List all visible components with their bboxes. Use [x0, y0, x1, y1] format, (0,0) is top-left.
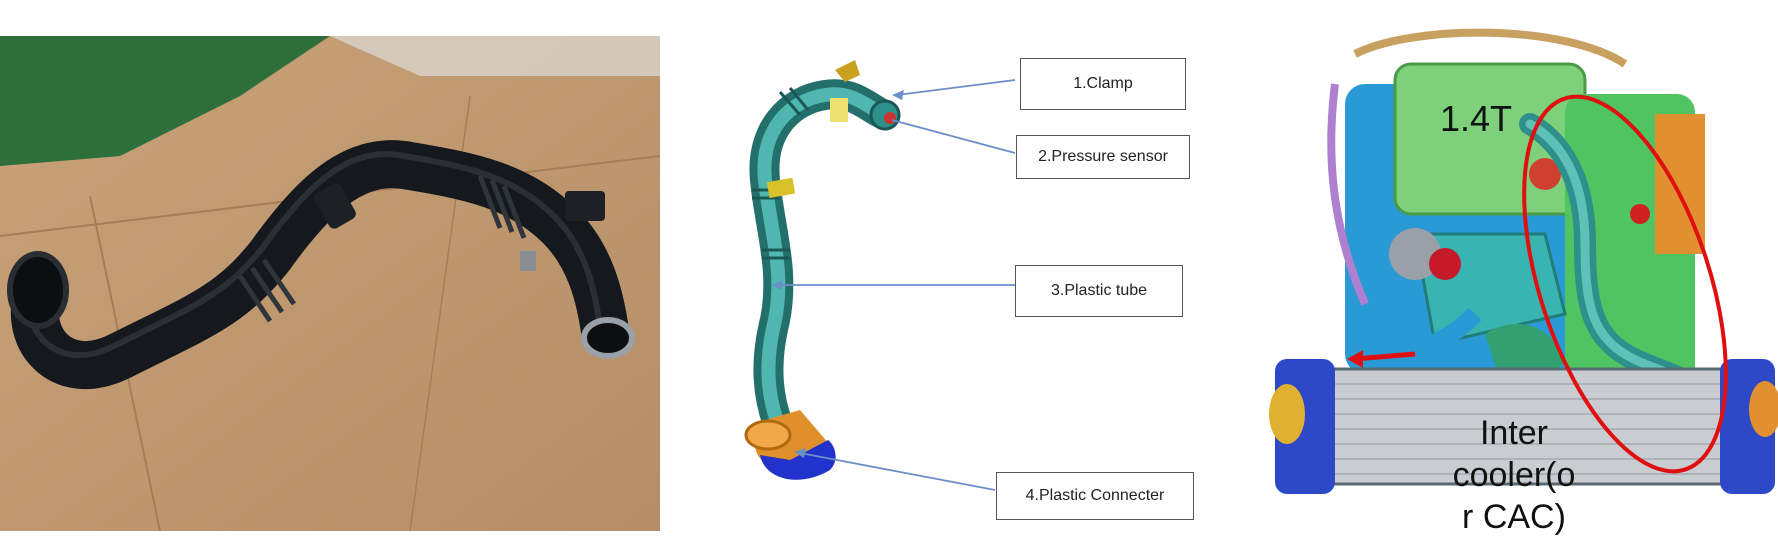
callout-plastic-connecter: 4.Plastic Connecter: [996, 472, 1194, 520]
callout-plastic-connecter-label: 4.Plastic Connecter: [1025, 487, 1165, 504]
engine-label: 1.4T: [1440, 98, 1513, 139]
intercooler-label-line-1: Inter: [1479, 414, 1549, 452]
callout-clamp: 1.Clamp: [1020, 58, 1186, 110]
callout-pressure-sensor: 2.Pressure sensor: [1016, 135, 1190, 179]
hose-photo: [0, 36, 660, 531]
callout-plastic-tube: 3.Plastic tube: [1015, 265, 1183, 317]
intercooler-label-line-3: r CAC): [1462, 498, 1566, 536]
engine-render: [1265, 14, 1778, 541]
callout-clamp-label: 1.Clamp: [1073, 75, 1133, 92]
callout-pressure-sensor-label: 2.Pressure sensor: [1038, 148, 1168, 165]
tube-schematic: [680, 40, 1220, 530]
intercooler-label-line-2: cooler(o: [1452, 456, 1576, 494]
callout-plastic-tube-label: 3.Plastic tube: [1050, 282, 1148, 299]
intercooler-label: Inter cooler(o r CAC): [1444, 412, 1584, 538]
